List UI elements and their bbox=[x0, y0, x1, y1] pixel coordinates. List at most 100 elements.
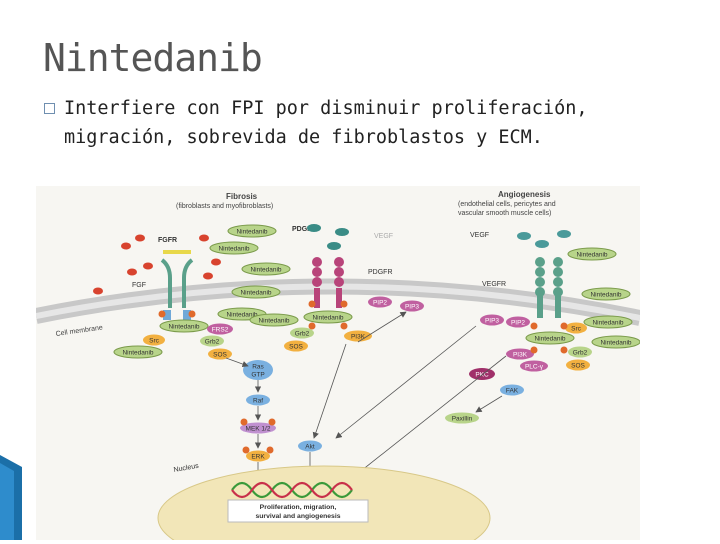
svg-text:Grb2: Grb2 bbox=[573, 350, 588, 357]
svg-text:SOS: SOS bbox=[289, 344, 303, 351]
svg-text:PIP3: PIP3 bbox=[405, 304, 419, 311]
nintedanib-pill: Nintedanib bbox=[584, 316, 632, 328]
svg-text:Nintedanib: Nintedanib bbox=[122, 350, 153, 357]
corner-decoration bbox=[0, 455, 22, 540]
bullet-line-1: Interfiere con FPI por disminuir prolife… bbox=[64, 94, 684, 123]
nucleus-label: Nucleus bbox=[173, 463, 200, 474]
svg-text:Paxillin: Paxillin bbox=[452, 416, 473, 423]
vegf-ligands bbox=[517, 230, 571, 248]
svg-text:PLC-γ: PLC-γ bbox=[525, 364, 544, 371]
fibrosis-subtitle: (fibroblasts and myofibroblasts) bbox=[176, 203, 273, 210]
svg-text:PIP2: PIP2 bbox=[511, 320, 525, 327]
svg-text:Raf: Raf bbox=[253, 398, 263, 405]
grb2-node-mid: Grb2 bbox=[290, 328, 314, 339]
bullet-line-2: migración, sobrevida de fibroblastos y E… bbox=[64, 123, 684, 152]
svg-text:Grb2: Grb2 bbox=[205, 339, 220, 346]
fgfr-label: FGFR bbox=[158, 237, 177, 244]
src-node-right: Src bbox=[565, 323, 587, 334]
ras-gtp-node: RasGTP bbox=[243, 360, 273, 380]
akt-node: Akt bbox=[298, 441, 322, 452]
svg-text:PI3K: PI3K bbox=[351, 334, 366, 341]
cell-membrane-label: Cell membrane bbox=[55, 324, 103, 338]
signaling-pathway-figure: Cell membrane Fibrosis (fibroblasts and … bbox=[36, 186, 640, 540]
outcome-line-1: Proliferation, migration, bbox=[260, 504, 337, 511]
nintedanib-pill: Nintedanib bbox=[232, 286, 280, 298]
nintedanib-pill: Nintedanib bbox=[242, 263, 290, 275]
nintedanib-pill: Nintedanib bbox=[592, 336, 640, 348]
pip2-node-mid: PIP2 bbox=[368, 297, 392, 308]
slide-title: Nintedanib bbox=[43, 36, 262, 80]
phosphate-markers bbox=[159, 301, 568, 454]
sos-node-mid: SOS bbox=[284, 341, 308, 352]
pip2-node-right: PIP2 bbox=[506, 317, 530, 328]
outcome-line-2: survival and angiogenesis bbox=[256, 513, 341, 520]
paxillin-node: Paxillin bbox=[445, 413, 479, 424]
svg-text:Nintedanib: Nintedanib bbox=[576, 252, 607, 259]
fgf-label: FGF bbox=[132, 282, 146, 289]
vegf-pale-label: VEGF bbox=[374, 233, 393, 240]
grb2-node-right: Grb2 bbox=[568, 347, 592, 358]
svg-text:MEK 1/2: MEK 1/2 bbox=[246, 426, 271, 433]
svg-text:Nintedanib: Nintedanib bbox=[218, 246, 249, 253]
svg-text:Ras: Ras bbox=[252, 364, 264, 371]
angiogenesis-subtitle-1: (endothelial cells, pericytes and bbox=[458, 201, 556, 208]
grb2-node-left: Grb2 bbox=[200, 336, 224, 347]
svg-text:Nintedanib: Nintedanib bbox=[236, 229, 267, 236]
vegfr-receptor bbox=[535, 257, 563, 297]
svg-text:Akt: Akt bbox=[305, 444, 315, 451]
plc-gamma-node: PLC-γ bbox=[520, 361, 548, 372]
nintedanib-pill: Nintedanib bbox=[210, 242, 258, 254]
nintedanib-pill: Nintedanib bbox=[228, 225, 276, 237]
angiogenesis-subtitle-2: vascular smooth muscle cells) bbox=[458, 210, 551, 217]
bullet-square-icon bbox=[44, 103, 55, 114]
pip3-node-right: PIP3 bbox=[480, 315, 504, 326]
svg-text:Nintedanib: Nintedanib bbox=[168, 324, 199, 331]
svg-text:ERK: ERK bbox=[251, 454, 265, 461]
pathway-diagram: Cell membrane Fibrosis (fibroblasts and … bbox=[36, 186, 640, 540]
nintedanib-pill: Nintedanib bbox=[114, 346, 162, 358]
fgfr-ligand-bar bbox=[163, 250, 191, 254]
raf-node: Raf bbox=[246, 395, 270, 406]
nintedanib-pill: Nintedanib bbox=[582, 288, 630, 300]
svg-text:Nintedanib: Nintedanib bbox=[534, 336, 565, 343]
fibrosis-title: Fibrosis bbox=[226, 192, 258, 201]
svg-text:Nintedanib: Nintedanib bbox=[600, 340, 631, 347]
bullet-text: Interfiere con FPI por disminuir prolife… bbox=[64, 94, 684, 152]
nintedanib-pill: Nintedanib bbox=[568, 248, 616, 260]
svg-text:Nintedanib: Nintedanib bbox=[240, 290, 271, 297]
svg-text:Nintedanib: Nintedanib bbox=[592, 320, 623, 327]
pi3k-node-right: PI3K bbox=[506, 349, 534, 360]
svg-text:PI3K: PI3K bbox=[513, 352, 528, 359]
vegf-label: VEGF bbox=[470, 232, 489, 239]
frs2-node: FRS2 bbox=[207, 324, 233, 335]
svg-text:FAK: FAK bbox=[506, 388, 519, 395]
angiogenesis-title: Angiogenesis bbox=[498, 190, 551, 199]
fak-node: FAK bbox=[500, 385, 524, 396]
svg-text:Grb2: Grb2 bbox=[295, 331, 310, 338]
nintedanib-pill: Nintedanib bbox=[526, 332, 574, 344]
pip3-node-mid: PIP3 bbox=[400, 301, 424, 312]
svg-text:Nintedanib: Nintedanib bbox=[312, 315, 343, 322]
sos-node-left: SOS bbox=[208, 349, 232, 360]
svg-text:PIP3: PIP3 bbox=[485, 318, 499, 325]
vegfr-label: VEGFR bbox=[482, 281, 506, 288]
nintedanib-pill: Nintedanib bbox=[304, 311, 352, 323]
svg-text:FRS2: FRS2 bbox=[212, 327, 229, 334]
svg-text:GTP: GTP bbox=[251, 372, 264, 379]
pkc-node: PKC bbox=[469, 368, 495, 380]
svg-text:SOS: SOS bbox=[571, 363, 585, 370]
svg-text:SOS: SOS bbox=[213, 352, 227, 359]
nintedanib-pill: Nintedanib bbox=[250, 314, 298, 326]
erk-node: ERK bbox=[246, 451, 270, 462]
src-node-left: Src bbox=[143, 335, 165, 346]
pdgfr-label: PDGFR bbox=[368, 269, 393, 276]
nintedanib-pill: Nintedanib bbox=[160, 320, 208, 332]
svg-text:Nintedanib: Nintedanib bbox=[258, 318, 289, 325]
svg-text:Src: Src bbox=[149, 338, 160, 345]
svg-text:Nintedanib: Nintedanib bbox=[250, 267, 281, 274]
pdgf-ligands bbox=[307, 224, 349, 250]
svg-text:PIP2: PIP2 bbox=[373, 300, 387, 307]
svg-text:Src: Src bbox=[571, 326, 582, 333]
sos-node-right: SOS bbox=[566, 360, 590, 371]
svg-text:Nintedanib: Nintedanib bbox=[590, 292, 621, 299]
